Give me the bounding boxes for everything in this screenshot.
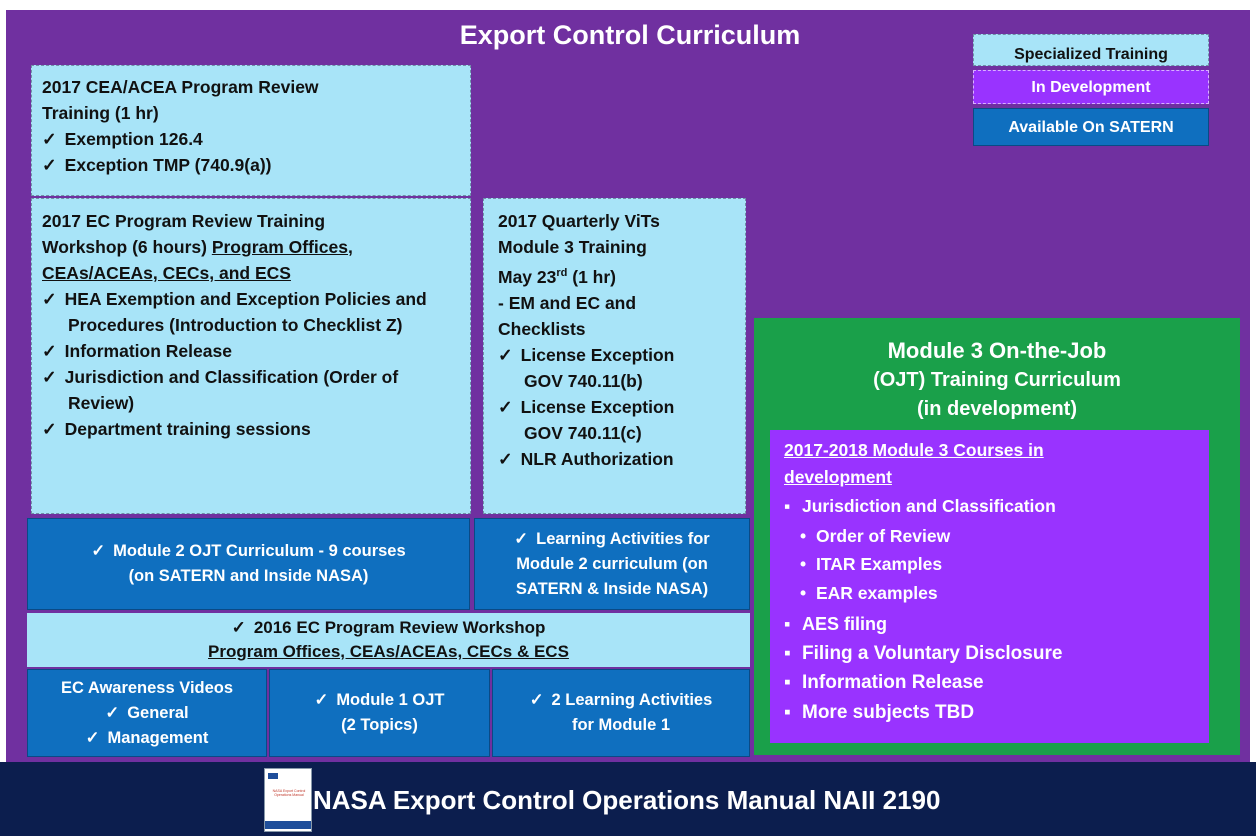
workshop-audience: Program Offices, xyxy=(211,237,353,257)
quarterly-date: May 23 xyxy=(498,266,557,287)
cea-review-training-box: 2017 CEA/ACEA Program Review Training (1… xyxy=(31,65,471,196)
ec-program-review-workshop-box: 2017 EC Program Review Training Workshop… xyxy=(31,198,471,514)
module1-ojt-line1: Module 1 OJT xyxy=(314,688,444,713)
workshop-2016-line2: Program Offices, CEAs/ACEAs, CECs & ECS xyxy=(208,642,569,661)
course-subitem: Order of Review xyxy=(800,526,950,547)
course-subitem: ITAR Examples xyxy=(800,554,942,575)
legend-available-on-satern: Available On SATERN xyxy=(973,108,1209,146)
quarterly-line1: 2017 Quarterly ViTs xyxy=(498,211,660,231)
learning-m2-line1: Learning Activities for xyxy=(514,527,710,552)
awareness-item: General xyxy=(105,701,188,726)
learning-activities-module1-box: 2 Learning Activities for Module 1 xyxy=(492,669,750,757)
cea-review-heading-line2: Training (1 hr) xyxy=(42,103,159,123)
manual-title: NASA Export Control Operations Manual NA… xyxy=(313,785,941,815)
quarterly-date-suffix: rd xyxy=(556,267,568,279)
learning-m2-line3: SATERN & Inside NASA) xyxy=(515,579,709,598)
footer-bar xyxy=(0,762,1256,836)
module3-heading-line2: (OJT) Training Curriculum xyxy=(873,369,1121,391)
quarterly-item-detail: GOV 740.11(c) xyxy=(524,422,642,443)
workshop-heading-line2: Workshop (6 hours) xyxy=(42,237,212,257)
quarterly-line4: - EM and EC and xyxy=(498,292,637,313)
workshop-item: Information Release xyxy=(42,338,460,364)
manual-thumbnail-title: NASA Export Control Operations Manual xyxy=(272,789,306,797)
manual-thumbnail: NASA Export Control Operations Manual xyxy=(264,768,312,832)
quarterly-item-detail: GOV 740.11(b) xyxy=(524,370,643,391)
module3-courses-box: 2017-2018 Module 3 Courses in developmen… xyxy=(770,430,1209,743)
learning-m2-line2: Module 2 curriculum (on xyxy=(516,554,708,573)
learning-m1-line1: 2 Learning Activities xyxy=(530,688,713,713)
course-item: Jurisdiction and Classification xyxy=(784,496,1056,517)
workshop-item: HEA Exemption and Exception Policies and… xyxy=(42,286,460,338)
course-subitem: EAR examples xyxy=(800,583,938,604)
legend-specialized-training: Specialized Training xyxy=(973,34,1209,66)
quarterly-item: NLR Authorization xyxy=(498,446,745,472)
quarterly-vits-box: 2017 Quarterly ViTs Module 3 Training Ma… xyxy=(483,198,746,514)
course-item: Information Release xyxy=(784,672,984,694)
module2-ojt-box: Module 2 OJT Curriculum - 9 courses (on … xyxy=(27,518,470,610)
module2-ojt-line1: Module 2 OJT Curriculum - 9 courses xyxy=(91,539,405,564)
quarterly-item: License Exception xyxy=(498,342,745,368)
workshop-audience-line2: CEAs/ACEAs, CECs, and ECS xyxy=(42,263,291,283)
module3-heading-line3: (in development) xyxy=(916,398,1077,420)
learning-activities-module2-box: Learning Activities for Module 2 curricu… xyxy=(474,518,750,610)
ec-awareness-videos-box: EC Awareness Videos General Management xyxy=(27,669,267,757)
module3-heading-line1: Module 3 On-the-Job xyxy=(887,338,1107,363)
cea-review-heading-line1: 2017 CEA/ACEA Program Review xyxy=(42,77,319,97)
learning-m1-line2: for Module 1 xyxy=(571,716,671,734)
page-title: Export Control Curriculum xyxy=(459,20,801,50)
workshop-2016-line1: 2016 EC Program Review Workshop xyxy=(27,616,750,640)
cea-review-item: Exception TMP (740.9(a)) xyxy=(42,152,460,178)
course-item: More subjects TBD xyxy=(784,702,974,724)
course-item: AES filing xyxy=(784,614,887,635)
module1-ojt-box: Module 1 OJT (2 Topics) xyxy=(269,669,490,757)
awareness-item: Management xyxy=(86,726,208,751)
quarterly-line2: Module 3 Training xyxy=(498,237,647,257)
workshop-item: Jurisdiction and Classification (Order o… xyxy=(42,364,460,416)
quarterly-duration: (1 hr) xyxy=(567,266,616,287)
workshop-2016-box: 2016 EC Program Review Workshop Program … xyxy=(27,613,750,667)
module1-ojt-line2: (2 Topics) xyxy=(341,716,418,734)
awareness-heading: EC Awareness Videos xyxy=(60,678,234,697)
quarterly-item: License Exception xyxy=(498,394,745,420)
cea-review-item: Exemption 126.4 xyxy=(42,126,460,152)
courses-heading-line1: 2017-2018 Module 3 Courses in xyxy=(784,440,1044,460)
quarterly-line5: Checklists xyxy=(498,318,586,339)
legend-in-development: In Development xyxy=(973,70,1209,104)
workshop-heading-line1: 2017 EC Program Review Training xyxy=(42,211,326,231)
module2-ojt-line2: (on SATERN and Inside NASA) xyxy=(128,567,369,585)
workshop-item: Department training sessions xyxy=(42,416,460,442)
courses-heading-line2: development xyxy=(784,467,892,487)
course-item: Filing a Voluntary Disclosure xyxy=(784,643,1062,665)
